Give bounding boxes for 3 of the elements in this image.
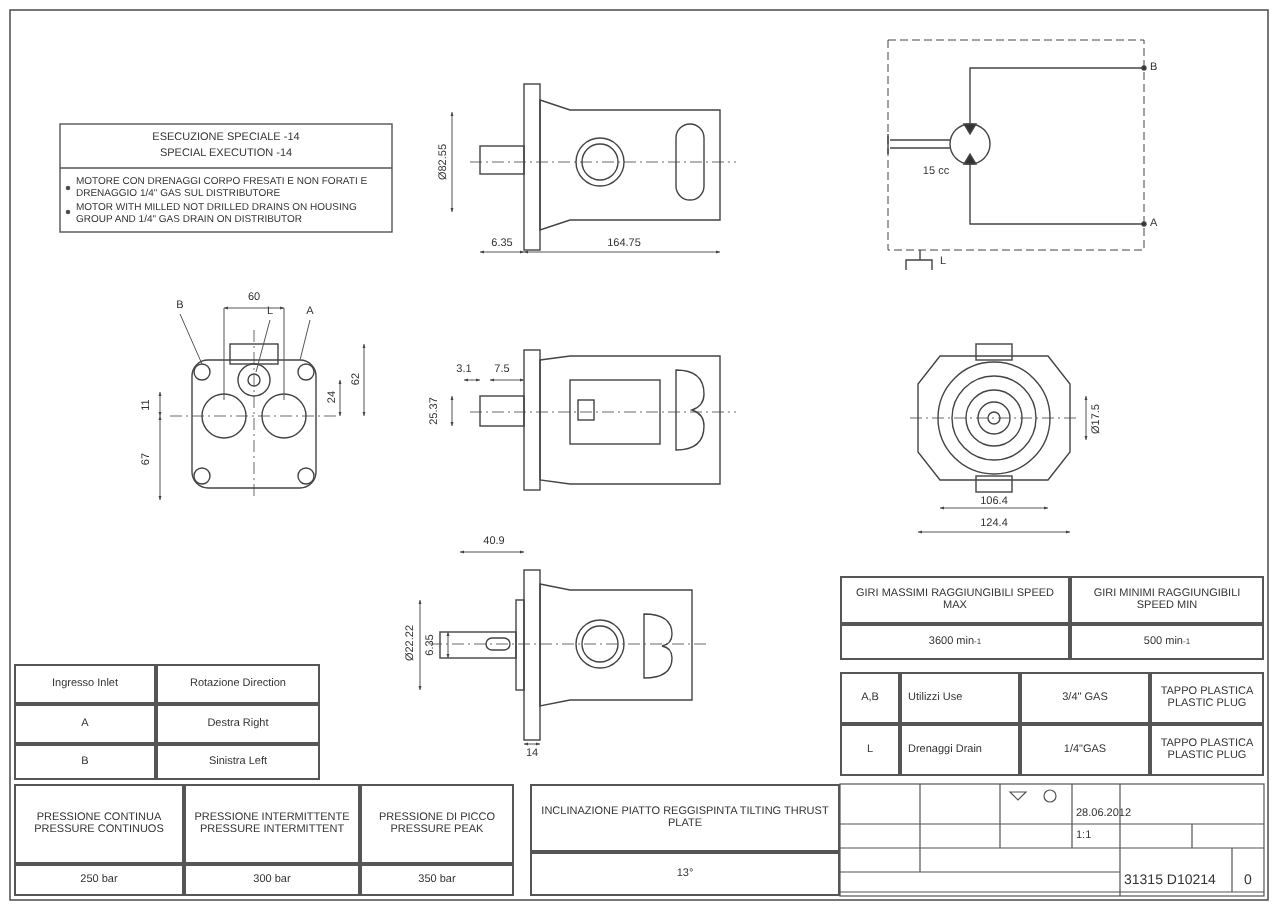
leader-line xyxy=(299,319,311,361)
leader-line xyxy=(179,313,203,365)
leader-line xyxy=(255,319,271,373)
